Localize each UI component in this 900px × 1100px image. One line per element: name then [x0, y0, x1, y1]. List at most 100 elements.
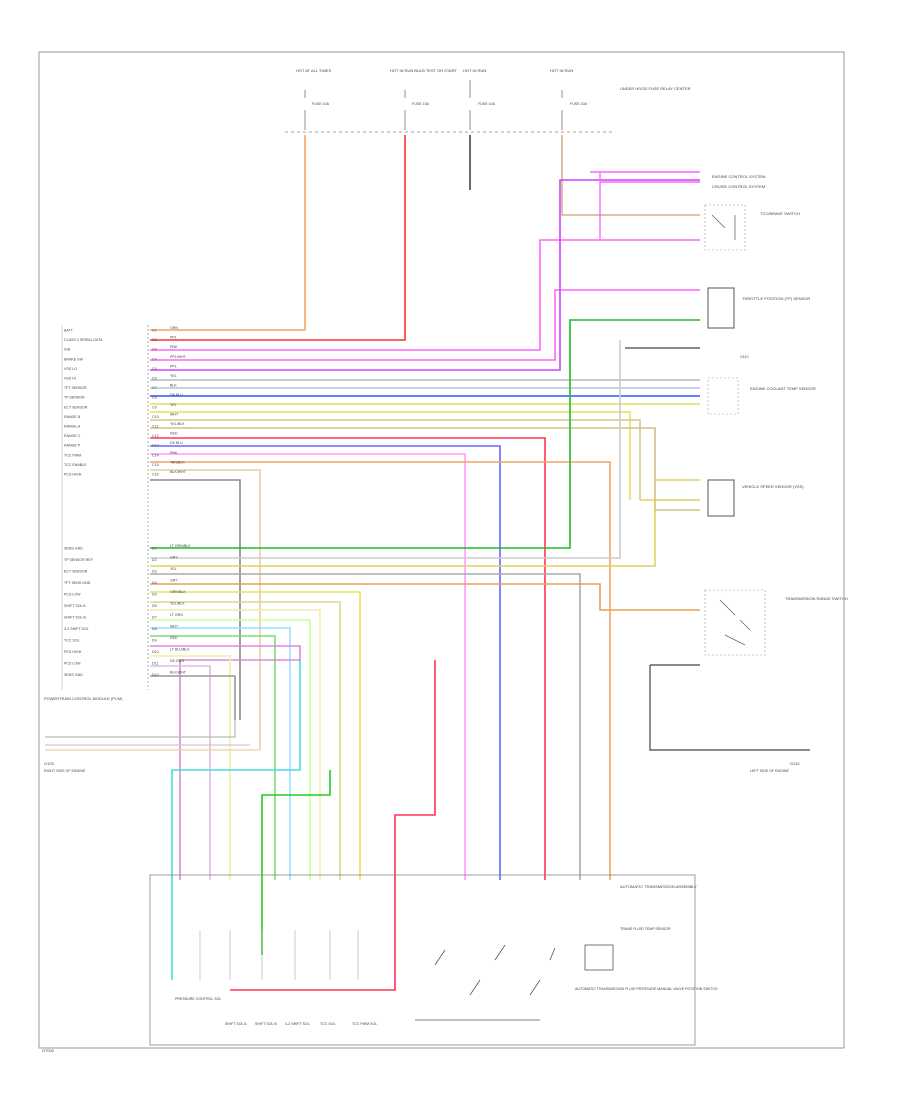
pcm-bottom-pin-name: ECT SENSOR [64, 570, 88, 574]
fuse-header-1: HOT AT ALL TIMES [296, 68, 331, 73]
pcm-top-pin-name: BATT [64, 329, 74, 333]
pcm-bottom-wire-color: GRY [170, 556, 178, 560]
pcm-top-pin-number: C10 [152, 415, 159, 419]
pcm-top-pin-number: C7 [152, 386, 157, 390]
pcm-top-pin-number: C1 [152, 329, 157, 333]
wire-orange-batt [150, 135, 306, 331]
pcm-top-pin-number: C14 [152, 453, 159, 457]
fuse-label-3: FUSE 10A [478, 102, 496, 106]
pcm-bottom-pin-name: PCS HIGH [64, 650, 82, 654]
tcc-brake-switch: TCC/BRAKE SWITCH [704, 204, 800, 251]
svg-text:SHIFT SOL A: SHIFT SOL A [225, 1022, 247, 1026]
wire-cyan [171, 660, 301, 980]
pcm-bottom-wire-color: BLK/WHT [170, 671, 187, 675]
svg-text:TCC/BRAKE SWITCH: TCC/BRAKE SWITCH [760, 211, 800, 216]
pcm-top-wire-color: PPL/WHT [170, 355, 187, 359]
svg-text:SHIFT SOL B: SHIFT SOL B [255, 1022, 277, 1026]
pcm-top-wires [150, 179, 700, 880]
pcm-top-pin-number: C4 [152, 357, 157, 361]
svg-text:THROTTLE POSITION (TP) SENSOR: THROTTLE POSITION (TP) SENSOR [742, 296, 810, 301]
pcm-connector: POWERTRAIN CONTROL MODULE (PCM) [44, 325, 149, 701]
pcm-bottom-wire-color: DK GRN [170, 659, 184, 663]
pcm-bottom-pin-number: D2 [152, 558, 157, 562]
pcm-top-pin-number: C2 [152, 338, 157, 342]
pcm-ground: G103 [44, 761, 55, 766]
pcm-top-pin-number: C15 [152, 463, 159, 467]
pcm-top-pin-name: VSS HI [64, 377, 76, 381]
ground-right-location: LEFT SIDE OF ENGINE [750, 769, 789, 773]
wire-red-sol [230, 660, 436, 991]
fuse-label-4: FUSE 10A [570, 102, 588, 106]
pcm-top-pin-number: C16 [152, 473, 159, 477]
ecm-labels: ENGINE CONTROL SYSTEM CRUISE CONTROL SYS… [712, 174, 765, 189]
pcm-top-wire-color: PNK [170, 451, 178, 455]
pcm-top-wire-color: YEL/BLK [170, 422, 185, 426]
pcm-bottom-pin-number: D5 [152, 593, 157, 597]
pcm-top-wire-color: PPL [170, 364, 177, 368]
pcm-bottom-wire-color: LT GRN/BLK [170, 544, 191, 548]
pcm-bottom-pin-number: D3 [152, 570, 157, 574]
pcm-top-pin-name: TP SENSOR [64, 396, 85, 400]
pcm-top-pin-name: RANGE B [64, 415, 81, 419]
pcm-bottom-wire-color: YEL/BLK [170, 602, 185, 606]
pcm-top-wire-color: DK BLU [170, 441, 183, 445]
svg-text:ENGINE COOLANT TEMP SENSOR: ENGINE COOLANT TEMP SENSOR [750, 386, 816, 391]
pcm-top-wire-color: ORN [170, 326, 178, 330]
pcm-bottom-pin-name: TFT SENS GND [64, 581, 91, 585]
pcm-bottom-pin-name: TP SENSOR REF [64, 558, 94, 562]
pcm-top-wire-color: PNK [170, 345, 178, 349]
transmission-assembly: AUTOMATIC TRANSMISSION ASSEMBLY PRESSURE… [149, 874, 718, 1046]
fuse-label-2: FUSE 15A [412, 102, 430, 106]
pcm-bottom-pin-number: D12 [152, 673, 159, 677]
pcm-top-pin-number: C8 [152, 396, 157, 400]
pcm-top-wire-color: DK BLU [170, 393, 183, 397]
pcm-top-pin-number: C6 [152, 377, 157, 381]
pressure-control-sol-label: PRESSURE CONTROL SOL [175, 997, 221, 1001]
pcm-top-pin-number: C11 [152, 425, 158, 429]
pcm-bottom-pin-number: D7 [152, 616, 157, 620]
pcm-bottom-pin-number: D1 [152, 547, 157, 551]
pcm-top-pin-number: C3 [152, 348, 157, 352]
pcm-top-wire-color: YEL [170, 374, 177, 378]
pcm-bottom-pin-number: D10 [152, 650, 159, 654]
tft-sensor-label: TRANS FLUID TEMP SENSOR [620, 927, 671, 931]
pcm-top-wire-color: RED [170, 432, 178, 436]
pcm-bottom-pin-number: D6 [152, 604, 157, 608]
pcm-bottom-wire-color: LT GRN [170, 613, 183, 617]
pcm-bottom-pin-name: 3-2 SHIFT SOL [64, 627, 89, 631]
pcm-top-pin-number: C13 [152, 444, 159, 448]
pcm-bottom-wire-color: ORN/BLK [170, 590, 186, 594]
pcm-top-pin-name: TCC ENABLE [64, 463, 87, 467]
pcm-bottom-wire-color: LT BLU/BLK [170, 648, 190, 652]
pcm-top-wire-color: PPL [170, 336, 177, 340]
pcm-top-wire-color: BLK [170, 384, 177, 388]
pcm-bottom-pin-number: D11 [152, 662, 158, 666]
ground-right: G110 [790, 761, 800, 766]
pcm-bottom-wire-color: WHT [170, 625, 179, 629]
svg-text:AUTOMATIC TRANSMISSION ASSEMBL: AUTOMATIC TRANSMISSION ASSEMBLY [620, 884, 697, 889]
pcm-bottom-pin-name: PCS LOW [64, 662, 81, 666]
pcm-top-pin-number: C5 [152, 367, 157, 371]
pcm-label: POWERTRAIN CONTROL MODULE (PCM) [44, 696, 123, 701]
pcm-bottom-wire-color: YEL [170, 567, 177, 571]
svg-text:TCC PWM SOL: TCC PWM SOL [352, 1022, 377, 1026]
svg-text:G110: G110 [740, 355, 749, 359]
pcm-bottom-pin-name: PCS LOW [64, 593, 81, 597]
pcm-top-pin-name: PCS HIGH [64, 473, 82, 477]
fuse-wires [150, 135, 700, 341]
wire-tan-ign [561, 135, 700, 216]
pcm-bottom-pin-number: D8 [152, 627, 157, 631]
pcm-top-pin-name: RANGE C [64, 434, 81, 438]
vehicle-speed-sensor: VEHICLE SPEED SENSOR (VSS) [707, 479, 804, 517]
pcm-top-pin-number: C9 [152, 405, 157, 409]
pcm-top-pin-number: C12 [152, 434, 159, 438]
pcm-top-pin-name: VSS LO [64, 367, 77, 371]
pcm-top-wire-color: BLK/WHT [170, 470, 187, 474]
pcm-bottom-wire-color: GRY [170, 579, 178, 583]
pcm-ground-wires [45, 720, 260, 751]
footer-code: G7000 [42, 1048, 55, 1053]
svg-text:CRUISE CONTROL SYSTEM: CRUISE CONTROL SYSTEM [712, 184, 765, 189]
pressure-switch-label: AUTOMATIC TRANSMISSION FLUID PRESSURE MA… [575, 987, 718, 991]
svg-text:TRANSMISSION RANGE SWITCH: TRANSMISSION RANGE SWITCH [785, 596, 848, 601]
